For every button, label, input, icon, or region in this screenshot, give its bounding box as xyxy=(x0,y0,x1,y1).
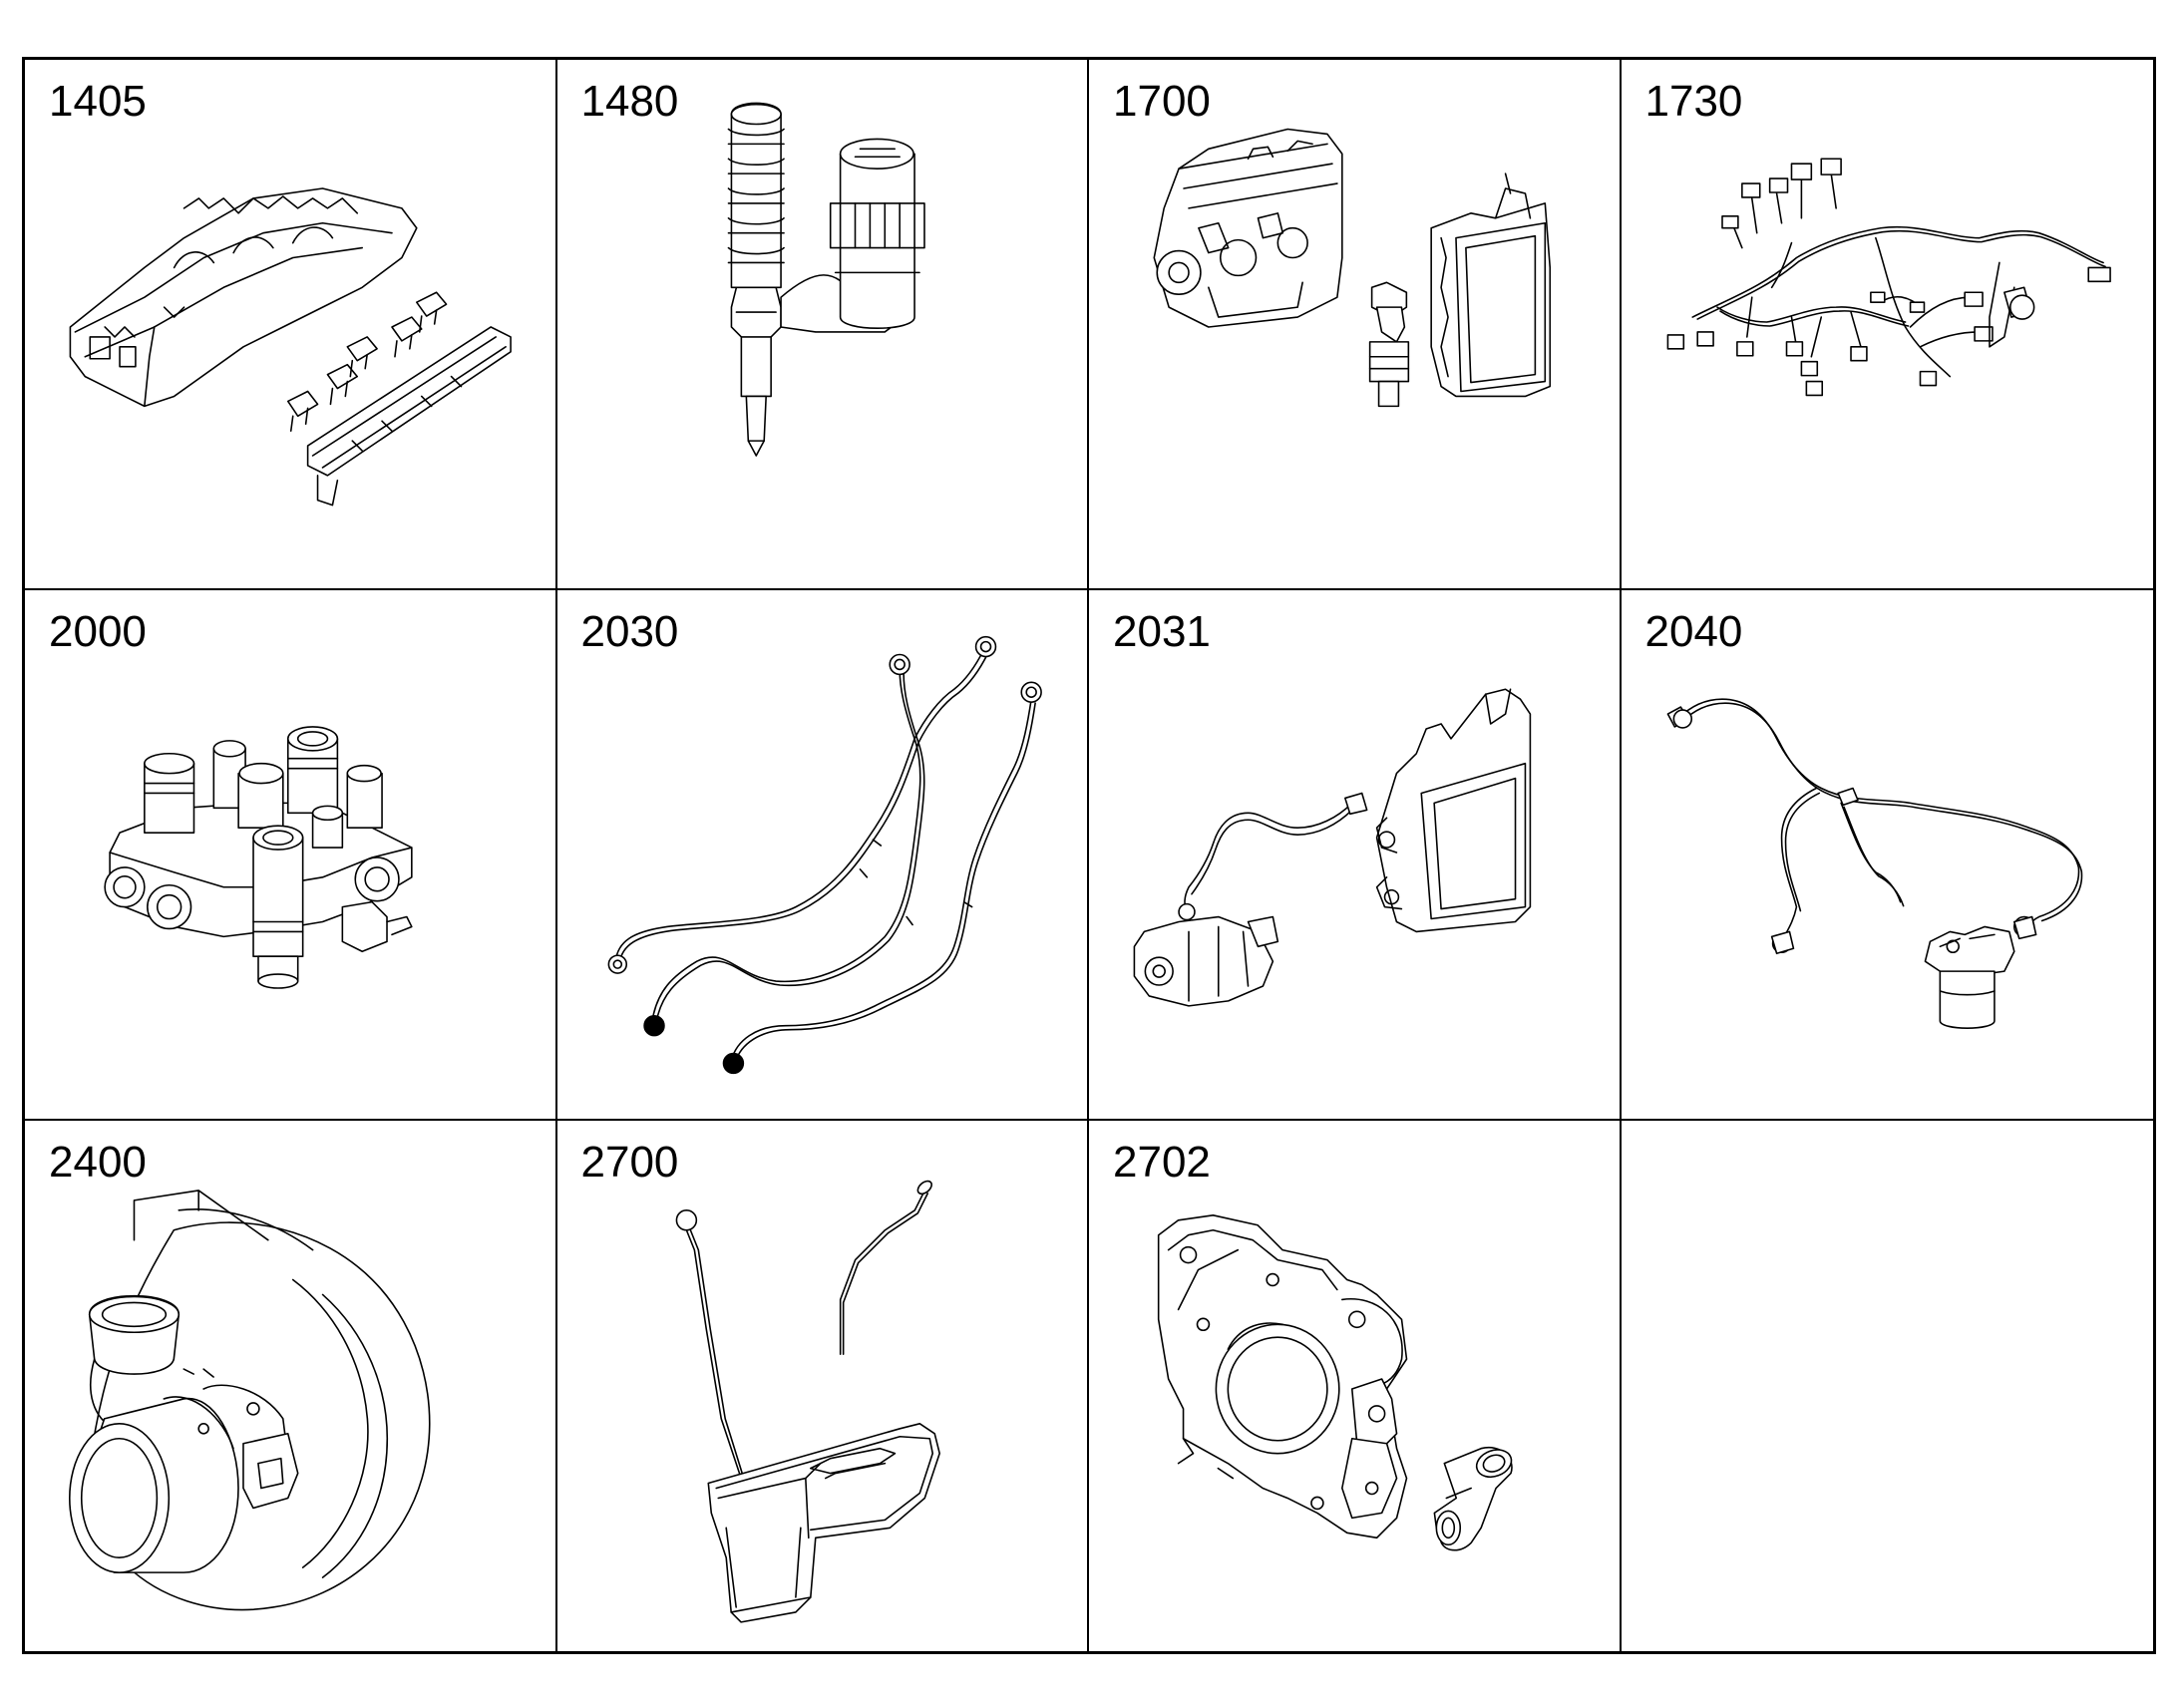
part-number: 2000 xyxy=(49,607,147,656)
ecu-pump-illustration xyxy=(1133,688,1532,1007)
cylinder-head-illustration xyxy=(69,187,512,507)
part-number: 1480 xyxy=(580,77,679,126)
part-cell-1700[interactable]: 1700 xyxy=(1089,60,1622,590)
engine-ecu-sensor-illustration xyxy=(1153,128,1552,408)
unit-injector-illustration xyxy=(727,102,925,457)
fuel-manifold-illustration xyxy=(104,726,413,989)
part-cell-2700[interactable]: 2700 xyxy=(557,1121,1089,1651)
part-number: 2700 xyxy=(580,1138,679,1187)
part-cell-2030[interactable]: 2030 xyxy=(556,590,1089,1121)
part-number: 2030 xyxy=(580,607,679,656)
part-number: 1730 xyxy=(1644,77,1743,126)
oil-pan-dipstick-illustration xyxy=(675,1180,940,1623)
harness-filter-illustration xyxy=(1666,698,2082,1029)
empty-cell xyxy=(1622,1121,2154,1651)
part-cell-1480[interactable]: 1480 xyxy=(556,60,1089,590)
part-number: 1405 xyxy=(49,77,147,126)
part-number: 2400 xyxy=(49,1138,147,1187)
turbocharger-illustration xyxy=(68,1190,431,1611)
part-cell-2000[interactable]: 2000 xyxy=(25,590,557,1121)
part-number: 1700 xyxy=(1113,77,1211,126)
part-number: 2702 xyxy=(1113,1138,1211,1187)
part-cell-2040[interactable]: 2040 xyxy=(1621,590,2153,1121)
part-number: 2040 xyxy=(1644,607,1743,656)
part-cell-1405[interactable]: 1405 xyxy=(25,60,557,590)
part-number: 2031 xyxy=(1113,607,1211,656)
part-cell-2702[interactable]: 2702 xyxy=(1089,1121,1622,1651)
part-cell-2031[interactable]: 2031 xyxy=(1089,590,1622,1121)
timing-cover-illustration xyxy=(1157,1214,1513,1551)
fuel-lines-illustration xyxy=(607,635,1042,1075)
wiring-harness-illustration xyxy=(1666,158,2111,397)
part-cell-1730[interactable]: 1730 xyxy=(1621,60,2153,590)
part-cell-2400[interactable]: 2400 xyxy=(25,1121,557,1651)
parts-grid: 1405 1480 xyxy=(22,57,2156,1654)
